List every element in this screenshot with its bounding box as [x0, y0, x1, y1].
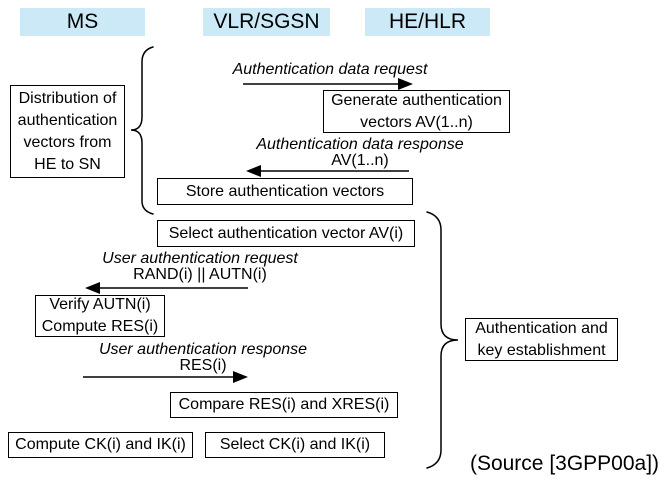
message-label-user-auth-request: User authentication request: [102, 250, 298, 267]
source-citation: (Source [3GPP00a]): [469, 452, 660, 475]
entity-label-vlr-sgsn: VLR/SGSN: [213, 10, 320, 33]
action-store-label: Store authentication vectors: [185, 182, 385, 200]
action-generate-line1: Generate authentication: [331, 91, 502, 109]
annotation-distribution-line3: vectors from: [23, 133, 112, 151]
annotation-distribution-line2: authentication: [17, 111, 118, 129]
arrow-auth-data-response-head: [246, 165, 261, 177]
annotation-box-distribution: Distribution of authentication vectors f…: [10, 85, 125, 178]
brace-distribution-phase: [130, 46, 154, 215]
annotation-authkey-line2: key establishment: [477, 341, 606, 359]
action-select-ck-label: Select CK(i) and IK(i): [219, 436, 371, 453]
action-select-av-label: Select authentication vector AV(i): [168, 224, 404, 242]
annotation-box-auth-key-establishment: Authentication and key establishment: [465, 318, 618, 361]
action-box-compare-res: Compare RES(i) and XRES(i): [170, 392, 398, 418]
message-param-user-auth-response: RES(i): [179, 357, 227, 374]
entity-header-ms: MS: [20, 8, 145, 36]
action-compare-label: Compare RES(i) and XRES(i): [178, 396, 390, 413]
entity-header-vlr-sgsn: VLR/SGSN: [203, 8, 330, 36]
action-box-select-vector: Select authentication vector AV(i): [157, 220, 415, 247]
action-box-verify-compute: Verify AUTN(i) Compute RES(i): [35, 295, 165, 337]
entity-label-ms: MS: [66, 10, 99, 33]
action-compute-ck-label: Compute CK(i) and IK(i): [15, 436, 186, 453]
action-verify-line1: Verify AUTN(i): [49, 296, 151, 313]
action-verify-line2: Compute RES(i): [41, 318, 159, 335]
arrow-user-auth-request-head: [85, 282, 100, 294]
brace-auth-key-phase: [426, 211, 459, 469]
message-label-auth-data-request: Authentication data request: [232, 61, 428, 78]
arrow-user-auth-response-head: [233, 371, 248, 383]
message-param-auth-data-response: AV(1..n): [331, 152, 389, 169]
annotation-authkey-line1: Authentication and: [475, 319, 608, 337]
annotation-distribution-line4: HE to SN: [34, 155, 101, 173]
action-generate-line2: vectors AV(1..n): [360, 113, 473, 131]
arrow-auth-data-request-head: [398, 78, 413, 90]
action-box-compute-ck-ik: Compute CK(i) and IK(i): [8, 432, 193, 458]
entity-label-he-hlr: HE/HLR: [388, 10, 467, 33]
action-box-generate-vectors: Generate authentication vectors AV(1..n): [323, 90, 510, 133]
message-param-user-auth-request: RAND(i) || AUTN(i): [133, 266, 267, 283]
message-label-user-auth-response: User authentication response: [98, 341, 308, 358]
action-box-select-ck-ik: Select CK(i) and IK(i): [205, 432, 385, 458]
annotation-distribution-line1: Distribution of: [18, 89, 117, 107]
action-box-store-vectors: Store authentication vectors: [157, 178, 413, 205]
message-label-auth-data-response: Authentication data response: [256, 136, 464, 153]
entity-header-he-hlr: HE/HLR: [365, 8, 490, 36]
